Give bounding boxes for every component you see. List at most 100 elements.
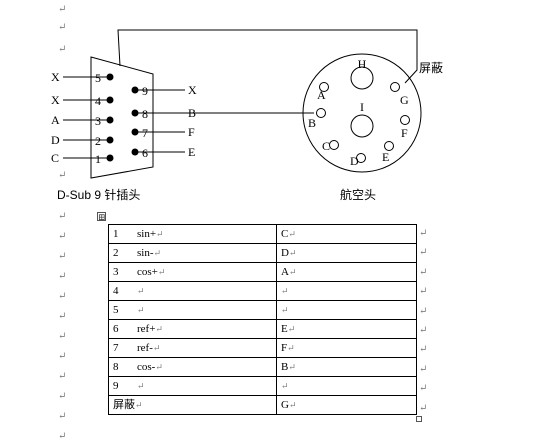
- aviation-pin: F: [281, 342, 288, 354]
- dsub-connector-body: [90, 56, 154, 179]
- aviation-pin: E: [281, 323, 288, 335]
- paragraph-mark: ↵: [58, 4, 67, 15]
- signal-name: cos+: [137, 266, 158, 278]
- row-end-mark: ↵: [419, 247, 428, 259]
- signal-cell[interactable]: 4↵: [108, 281, 277, 301]
- signal-name: sin-: [137, 247, 154, 259]
- aviation-pin-A-socket: [319, 82, 329, 92]
- dsub-pin-number: 8: [113, 361, 119, 373]
- dsub-pin-dot: [106, 96, 114, 104]
- dsub-pin-number: 5: [113, 304, 119, 316]
- dsub-pin-number: 4: [95, 94, 101, 108]
- dsub-signal-label: B: [188, 106, 196, 120]
- shield-label: 屏蔽: [419, 61, 443, 75]
- signal-cell[interactable]: 屏蔽↵: [108, 395, 277, 415]
- table-move-handle[interactable]: ⊞: [97, 212, 106, 222]
- aviation-pin-label: H: [358, 57, 367, 71]
- cell-end-mark: ↵: [281, 286, 289, 296]
- aviation-pin-D-socket: [356, 153, 366, 163]
- cell-end-mark: ↵: [281, 381, 289, 391]
- cell-end-mark: ↵: [288, 362, 296, 372]
- aviation-pin-B-socket: [316, 108, 326, 118]
- aviation-pin: G: [281, 399, 289, 411]
- aviation-pin-cell[interactable]: ↵: [276, 281, 417, 301]
- paragraph-mark: ↵: [58, 391, 67, 402]
- aviation-pin-label: C: [322, 139, 330, 153]
- dsub-signal-label: F: [188, 125, 195, 139]
- cell-end-mark: ↵: [155, 362, 163, 372]
- row-end-mark: ↵: [419, 344, 428, 356]
- aviation-caption: 航空头: [340, 188, 377, 202]
- aviation-pin-C-socket: [329, 140, 339, 150]
- cell-end-mark: ↵: [153, 248, 162, 258]
- signal-cell[interactable]: 5↵: [108, 300, 277, 320]
- aviation-pin: C: [281, 228, 289, 240]
- cell-end-mark: ↵: [288, 229, 296, 239]
- table-row: 9↵↵: [108, 376, 417, 396]
- signal-name: ref+: [137, 323, 156, 335]
- dsub-signal-label: D: [51, 133, 60, 147]
- aviation-pin-cell[interactable]: B↵: [276, 357, 417, 377]
- aviation-pin-cell[interactable]: G↵: [276, 395, 417, 415]
- row-end-mark: ↵: [419, 266, 428, 278]
- cell-end-mark: ↵: [137, 381, 145, 391]
- dsub-pin-number: 1: [95, 152, 101, 166]
- cell-end-mark: ↵: [135, 400, 143, 410]
- aviation-pin: A: [281, 266, 289, 278]
- cell-end-mark: ↵: [281, 305, 289, 315]
- dsub-pin-number: 7: [142, 126, 148, 140]
- dsub-pin-dot: [131, 109, 139, 117]
- paragraph-mark: ↵: [58, 331, 67, 342]
- aviation-pin-cell[interactable]: C↵: [276, 224, 417, 244]
- cell-end-mark: ↵: [157, 267, 166, 277]
- dsub-pin-number: 9: [142, 84, 148, 98]
- aviation-pin-cell[interactable]: E↵: [276, 319, 417, 339]
- aviation-pin-cell[interactable]: F↵: [276, 338, 417, 358]
- signal-name: 屏蔽: [113, 399, 135, 411]
- aviation-pin-F-socket: [400, 115, 410, 125]
- dsub-pin-number: 7: [113, 342, 119, 354]
- table-row: 5↵ ↵: [108, 300, 417, 320]
- row-end-mark: ↵: [419, 325, 428, 336]
- aviation-pin-cell[interactable]: ↵: [276, 300, 417, 320]
- aviation-pin-label: D: [350, 154, 359, 168]
- table-row: 4↵ ↵: [108, 281, 417, 301]
- aviation-pin-label: B: [308, 116, 316, 130]
- dsub-signal-label: C: [51, 151, 59, 165]
- dsub-signal-label: X: [51, 70, 60, 84]
- dsub-pin-dot: [106, 73, 114, 81]
- signal-cell[interactable]: 9↵: [108, 376, 277, 396]
- aviation-pin-cell[interactable]: A↵: [276, 262, 417, 282]
- table-row: 屏蔽↵G↵: [108, 395, 417, 415]
- aviation-pin-G-socket: [390, 82, 400, 92]
- dsub-pin-number: 3: [95, 114, 101, 128]
- aviation-pin-cell[interactable]: ↵: [276, 376, 417, 396]
- aviation-pin-H-socket: [350, 66, 374, 90]
- cell-end-mark: ↵: [287, 324, 296, 334]
- paragraph-mark: ↵: [58, 311, 67, 322]
- aviation-pin: D: [281, 247, 289, 259]
- paragraph-mark: ↵: [58, 44, 67, 55]
- signal-name: cos-: [137, 361, 156, 373]
- signal-cell[interactable]: 8 cos-↵: [108, 357, 277, 377]
- cell-end-mark: ↵: [288, 400, 297, 410]
- dsub-pin-number: 6: [113, 323, 119, 335]
- dsub-caption: D-Sub 9 针插头: [57, 188, 141, 202]
- aviation-pin-label: A: [317, 88, 326, 102]
- dsub-signal-label: X: [188, 83, 197, 97]
- paragraph-mark: ↵: [58, 351, 67, 362]
- aviation-pin-cell[interactable]: D↵: [276, 243, 417, 263]
- table-resize-handle[interactable]: [416, 416, 422, 422]
- dsub-pin-dot: [106, 154, 114, 162]
- dsub-pin-number: 4: [113, 285, 119, 297]
- dsub-signal-label: E: [188, 145, 195, 159]
- paragraph-mark: ↵: [58, 411, 67, 422]
